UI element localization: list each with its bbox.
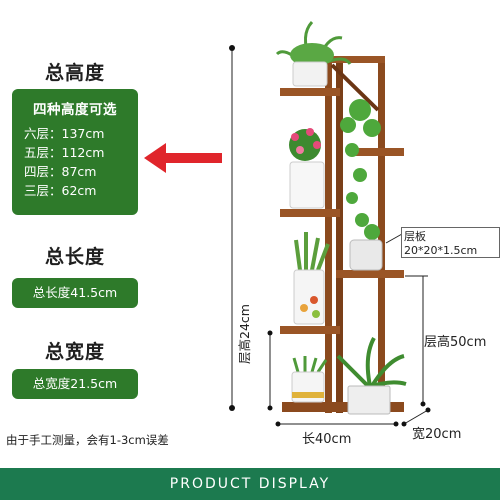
total-width-heading: 总宽度 — [44, 341, 105, 363]
total-length-heading: 总长度 — [44, 246, 105, 268]
height-option-3: 三层：62cm — [24, 183, 97, 198]
width-label: 宽20cm — [412, 427, 462, 442]
height-option-5: 五层：112cm — [24, 145, 105, 160]
shelf-board-label: 层板20*20*1.5cm — [401, 227, 500, 258]
plant-stand-illustration — [275, 20, 407, 415]
left-layer-height-label: 层高24cm — [237, 304, 252, 364]
total-height-heading: 总高度 — [44, 62, 105, 84]
height-option-6: 六层：137cm — [24, 126, 105, 141]
red-arrow-icon — [144, 143, 222, 173]
right-layer-height-line — [405, 275, 428, 407]
height-dimension-line — [229, 45, 235, 411]
length-label: 长40cm — [302, 432, 352, 447]
width-dimension-line — [401, 407, 431, 427]
left-layer-height-line — [267, 330, 273, 411]
height-option-4: 四层：87cm — [24, 164, 97, 179]
height-options-title: 四种高度可选 — [33, 102, 117, 118]
total-length-pill: 总长度41.5cm — [12, 278, 138, 308]
total-width-pill: 总宽度21.5cm — [12, 369, 138, 399]
height-options-box: 四种高度可选 六层：137cm 五层：112cm 四层：87cm 三层：62cm — [12, 89, 138, 215]
length-dimension-line — [275, 421, 399, 427]
product-display-banner: PRODUCT DISPLAY — [0, 468, 500, 500]
measurement-note: 由于手工测量，会有1-3cm误差 — [6, 433, 169, 447]
right-layer-height-label: 层高50cm — [424, 335, 487, 350]
dimension-graphics — [144, 20, 431, 427]
